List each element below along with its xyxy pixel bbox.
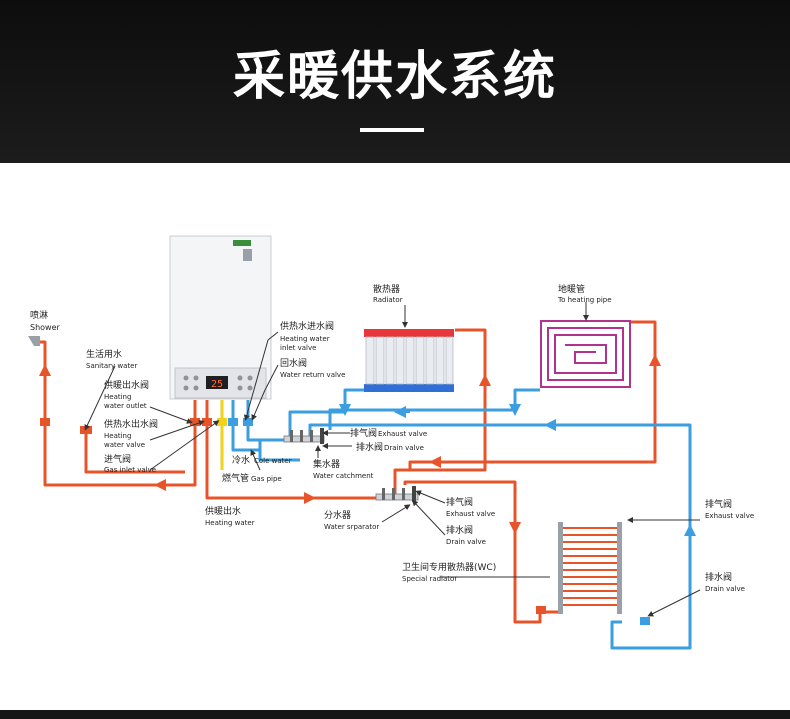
label-radiator-cn: 散热器	[373, 283, 400, 295]
page-title: 采暖供水系统	[232, 47, 557, 107]
label-exhaust3-cn: 排气阀	[705, 498, 732, 510]
shower-head-icon	[28, 336, 40, 346]
boiler-display	[206, 376, 228, 389]
label-return-cn: 回水阀	[280, 357, 307, 369]
radiator	[364, 329, 454, 392]
label-heating-outlet-cn: 供暖出水阀	[104, 379, 149, 391]
label-heating-inlet-cn: 供热水出水阀	[104, 418, 158, 430]
label-radiator-en: Radiator	[373, 296, 403, 304]
cold-flow-arrows	[339, 400, 696, 540]
label-sanitary-cn: 生活用水	[86, 348, 122, 360]
cold-water-pipes	[231, 388, 692, 650]
floor-heating-coil	[540, 320, 631, 388]
label-shower-en: Shower	[30, 323, 61, 332]
label-heating-outlet-en2: water outlet	[104, 402, 147, 410]
label-heating-inlet-en1: Heating	[104, 432, 131, 440]
label-gas-pipe-cn: 燃气管	[222, 472, 249, 484]
label-drain1-cn: 排水阀	[356, 441, 383, 453]
hot-flow-arrows	[39, 354, 661, 534]
label-hw-inlet-en2: inlet valve	[280, 344, 316, 352]
label-exhaust3-en: Exhaust valve	[705, 512, 754, 520]
label-exhaust1-cn: 排气阀	[350, 427, 377, 439]
label-gas-inlet-cn: 进气阀	[104, 453, 131, 465]
label-drain3-cn: 排水阀	[705, 571, 732, 583]
label-sanitary-en: Sanitary water	[86, 362, 137, 370]
label-hw-inlet-cn: 供热水进水阀	[280, 320, 334, 332]
label-exhaust1-en: Exhaust valve	[378, 430, 427, 438]
label-shower-cn: 喷淋	[30, 309, 48, 321]
label-floor-cn: 地暖管	[558, 283, 585, 295]
label-heating-outlet-en1: Heating	[104, 393, 131, 401]
label-exhaust2-en: Exhaust valve	[446, 510, 495, 518]
label-gas-pipe-en: Gas pipe	[251, 475, 282, 483]
label-heating-water-cn: 供暖出水	[205, 505, 241, 517]
footer-bar	[0, 710, 790, 719]
label-heating-water-en: Heating water	[205, 519, 255, 527]
label-cold-en: Cole water	[254, 457, 292, 465]
boiler-display-value: 25	[211, 379, 223, 390]
label-cold-cn: 冷水	[232, 454, 250, 466]
label-drain2-en: Drain valve	[446, 538, 486, 546]
callout-lines	[84, 302, 701, 617]
label-return-en: Water return valve	[280, 371, 345, 379]
label-separator-cn: 分水器	[324, 509, 351, 521]
label-drain1-en: Drain valve	[384, 444, 424, 452]
label-floor-en: To heating pipe	[557, 296, 612, 304]
label-hw-inlet-en1: Heating water	[280, 335, 330, 343]
label-wc-cn: 卫生间专用散热器(WC)	[402, 561, 496, 573]
header-banner: 采暖供水系统	[0, 0, 790, 163]
diagram-labels: 喷淋 Shower 生活用水 Sanitary water 供暖出水阀 Heat…	[30, 283, 754, 593]
title-underline	[360, 128, 424, 132]
label-wc-en: Special radiator	[402, 575, 457, 583]
label-catch-en: Water catchment	[313, 472, 374, 480]
label-drain2-cn: 排水阀	[446, 524, 473, 536]
water-separator-manifold	[375, 486, 419, 502]
label-gas-inlet-en: Gas inlet valve	[104, 466, 156, 474]
label-separator-en: Water srparator	[324, 523, 379, 531]
water-catchment-manifold	[283, 428, 325, 444]
wc-radiator	[558, 522, 622, 614]
boiler-unit: 25	[169, 235, 272, 400]
label-drain3-en: Drain valve	[705, 585, 745, 593]
label-heating-inlet-en2: water valve	[104, 441, 145, 449]
label-catch-cn: 集水器	[313, 458, 340, 470]
label-exhaust2-cn: 排气阀	[446, 496, 473, 508]
